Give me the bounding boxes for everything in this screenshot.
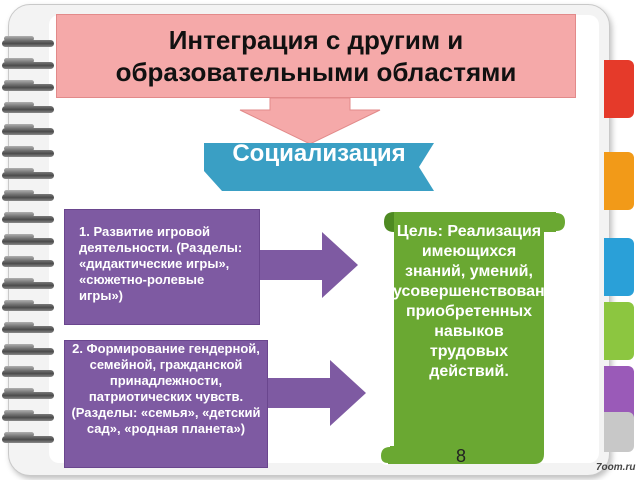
spiral-ring — [2, 212, 54, 223]
tab-blue — [604, 238, 634, 296]
right-arrow-icon — [260, 232, 358, 298]
spiral-ring — [2, 80, 54, 91]
spiral-ring — [2, 146, 54, 157]
spiral-ring — [2, 388, 54, 399]
text-box-1: 1. Развитие игровой деятельности. (Разде… — [64, 209, 260, 325]
spiral-ring — [2, 102, 54, 113]
banner-label: Социализация — [232, 140, 406, 167]
spiral-ring — [2, 36, 54, 47]
tab-gray — [604, 412, 634, 452]
spiral-ring — [2, 432, 54, 443]
goal-text: Цель: Реализация имеющихся знаний, умени… — [393, 223, 564, 380]
page-number: 8 — [456, 446, 467, 466]
spiral-ring — [2, 58, 54, 69]
spiral-ring — [2, 278, 54, 289]
tab-green — [604, 302, 634, 360]
tab-red — [604, 60, 634, 118]
right-arrow-icon — [268, 360, 366, 426]
spiral-ring — [2, 410, 54, 421]
watermark: 7oom.ru — [596, 462, 636, 473]
spiral-ring — [2, 234, 54, 245]
spiral-ring — [2, 256, 54, 267]
tab-orange — [604, 152, 634, 210]
spiral-ring — [2, 322, 54, 333]
banner-ribbon — [204, 143, 434, 191]
spiral-ring — [2, 168, 54, 179]
text-box-2: 2. Формирование гендерной, семейной, гра… — [64, 340, 268, 468]
goal-scroll — [380, 211, 568, 465]
page-title: Интеграция с другим и образовательными о… — [56, 14, 576, 98]
down-arrow-icon — [239, 98, 381, 145]
spiral-ring — [2, 366, 54, 377]
spiral-ring — [2, 300, 54, 311]
spiral-ring — [2, 124, 54, 135]
spiral-ring — [2, 190, 54, 201]
spiral-ring — [2, 344, 54, 355]
